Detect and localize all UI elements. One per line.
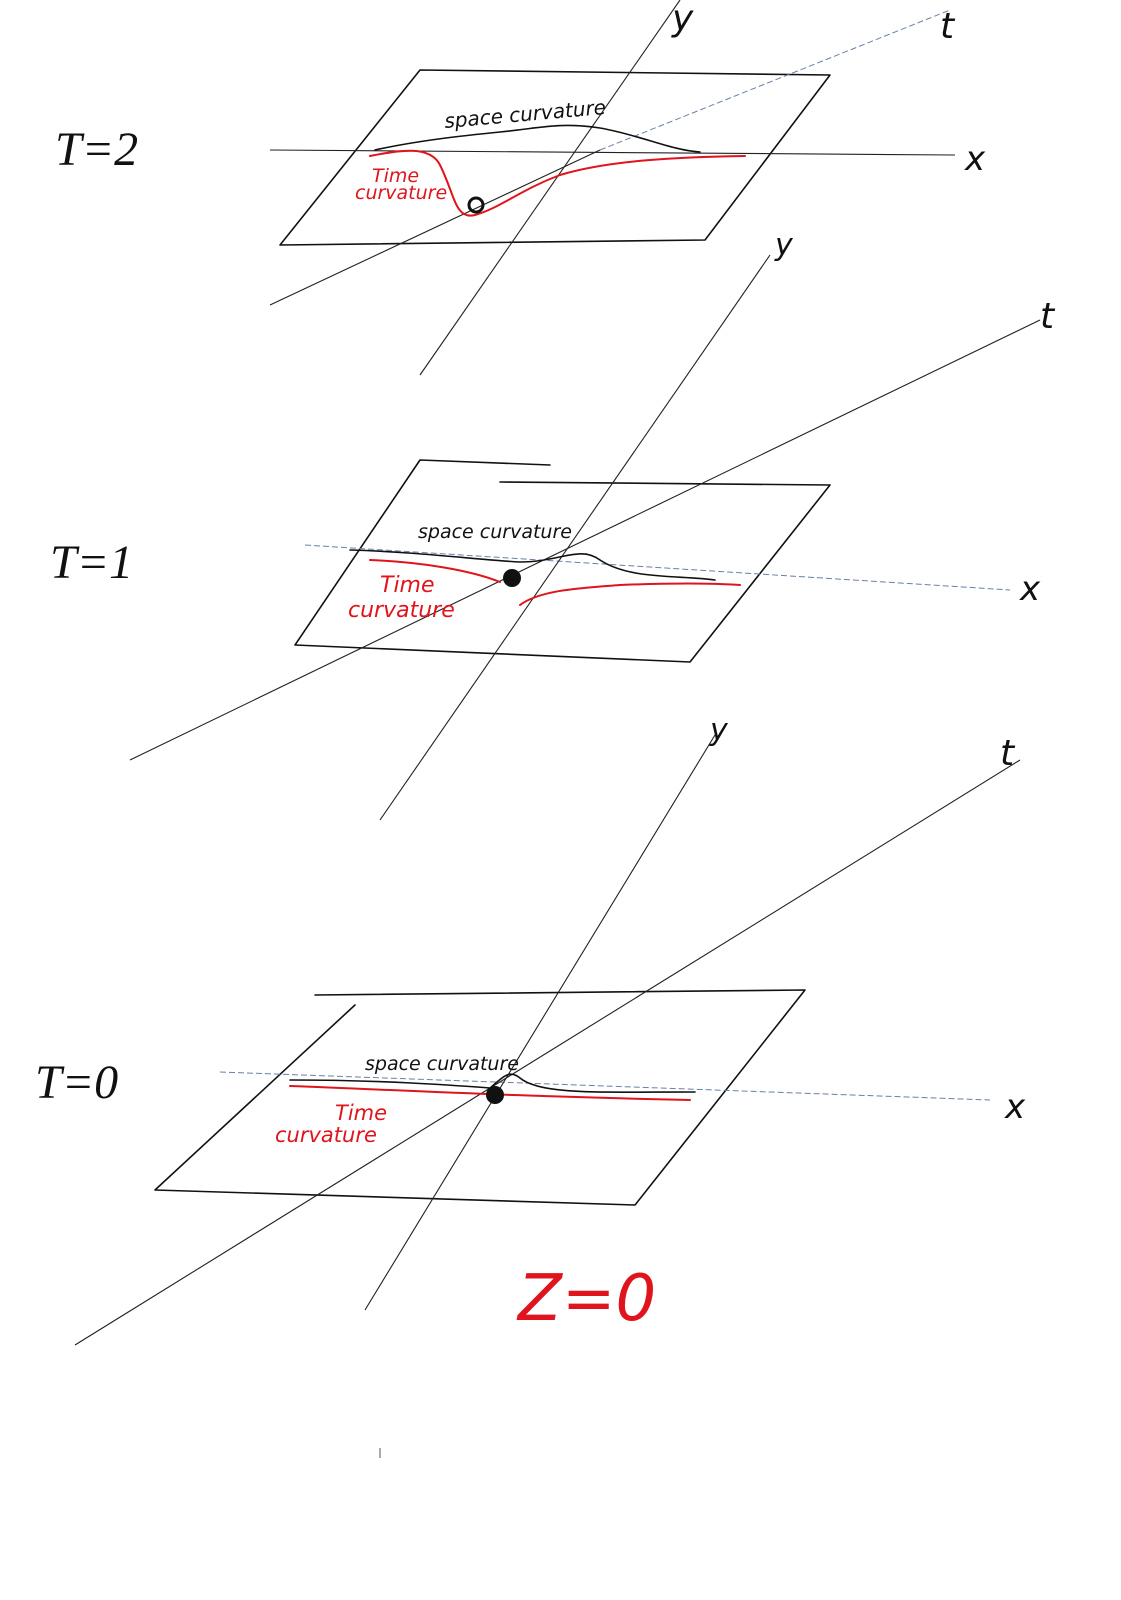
- space-curvature-curve: [349, 549, 716, 581]
- t-axis-label: t: [1000, 733, 1016, 774]
- x-axis-label: x: [964, 139, 986, 179]
- time-curvature-curve: [289, 1085, 691, 1101]
- x-axis-label: x: [1019, 569, 1041, 609]
- curvature-label: curvature: [355, 182, 447, 204]
- t-axis-label: t: [1040, 296, 1056, 337]
- space-curvature-label: space curvature: [443, 95, 607, 133]
- slice-t2: T=2 x t y space curvature Time curvature: [55, 0, 986, 376]
- space-curvature-label: space curvature: [418, 521, 572, 543]
- x-axis: [269, 149, 956, 156]
- x-axis: [304, 544, 1011, 591]
- time-curvature-curve: [369, 559, 741, 606]
- curvature-label: curvature: [348, 598, 455, 623]
- curvature-label: curvature: [275, 1123, 377, 1147]
- plane: [154, 989, 806, 1206]
- slice-label: T=0: [35, 1056, 118, 1109]
- slice-t0: T=0 x t y space curvature Time curvature: [35, 713, 1026, 1346]
- space-curvature-curve: [374, 124, 701, 153]
- y-axis: [419, 0, 681, 376]
- mass-dot: [486, 1086, 504, 1104]
- y-axis-label: y: [709, 713, 729, 748]
- mass-dot: [503, 569, 521, 587]
- t-axis-label: t: [940, 6, 956, 47]
- mass-dot: [467, 196, 485, 214]
- time-label: Time: [380, 573, 435, 598]
- slice-label: T=1: [50, 536, 133, 589]
- slice-t1: T=1 x t y space curvature Time curvature: [50, 228, 1056, 821]
- space-curvature-label: space curvature: [365, 1053, 519, 1075]
- z-equals-zero-label: Z=0: [516, 1262, 656, 1336]
- y-axis-label: y: [671, 0, 694, 39]
- space-curvature-curve: [289, 1073, 696, 1093]
- y-axis: [364, 734, 716, 1311]
- y-axis-label: y: [774, 228, 794, 263]
- y-axis: [379, 254, 771, 821]
- time-label: Time: [335, 1101, 387, 1125]
- slice-label: T=2: [55, 123, 138, 176]
- t-axis: [269, 149, 601, 306]
- x-axis: [219, 1071, 991, 1101]
- t-axis-far: [599, 9, 951, 151]
- time-curvature-curve: [369, 149, 746, 217]
- t-axis: [74, 759, 1021, 1346]
- x-axis-label: x: [1004, 1087, 1026, 1127]
- plane: [294, 459, 831, 663]
- time-label: Time: [372, 165, 419, 187]
- t-axis: [129, 319, 1041, 761]
- plane: [279, 69, 831, 246]
